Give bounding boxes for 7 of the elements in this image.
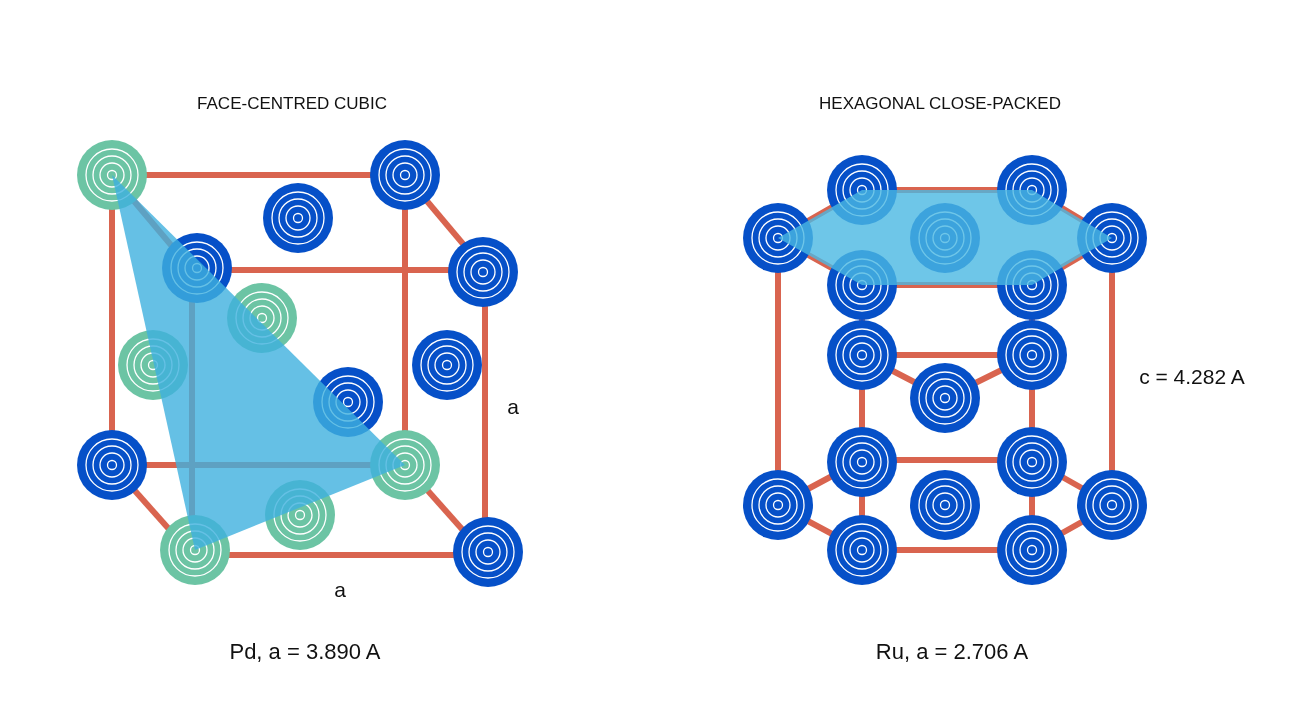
structure-title: HEXAGONAL CLOSE-PACKED [819,94,1061,114]
dimension-label: a [334,578,346,602]
dimension-label: c = 4.282 A [1139,365,1245,389]
dimension-label: a [507,395,519,419]
lattice-parameter-caption: Pd, a = 3.890 A [229,639,381,665]
lattice-parameter-caption: Ru, a = 2.706 A [875,639,1029,665]
structure-title: FACE-CENTRED CUBIC [197,94,387,114]
